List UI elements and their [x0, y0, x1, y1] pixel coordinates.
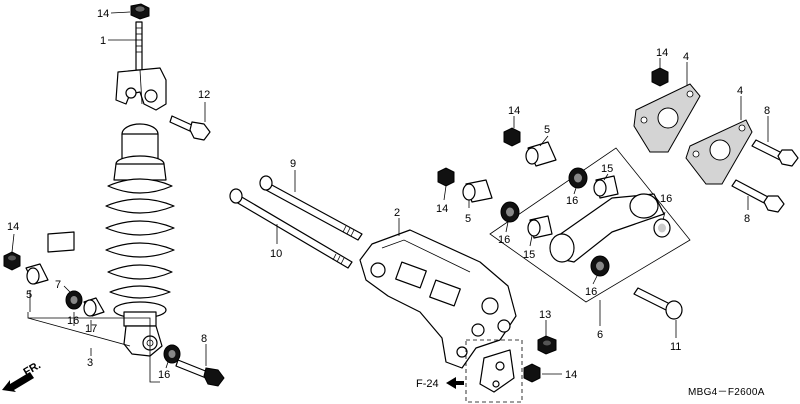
callout-15: 15 [523, 249, 535, 261]
callout-16: 16 [158, 369, 170, 381]
callout-17: 17 [85, 323, 97, 335]
callout-16: 16 [585, 286, 597, 298]
callout-7: 7 [55, 279, 61, 291]
callout-12: 12 [198, 89, 210, 101]
diagram-code: MBG4－F2600A [688, 387, 765, 398]
warning-label [47, 231, 75, 253]
callout-14: 14 [436, 203, 448, 215]
plate-bolt-lower [731, 179, 785, 213]
left-arrow-icon [446, 377, 464, 389]
callout-14: 14 [565, 369, 577, 381]
small-plate [465, 339, 523, 403]
callout-15: 15 [601, 163, 613, 175]
callout-5: 5 [544, 124, 550, 136]
callout-4: 4 [737, 85, 743, 97]
callout-16: 16 [67, 315, 79, 327]
shock-absorber-assembly [105, 3, 175, 357]
callout-5: 5 [465, 213, 471, 225]
callout-14: 14 [656, 47, 668, 59]
nut-mid-b [437, 167, 455, 187]
callout-16: 16 [566, 195, 578, 207]
adjuster-rod [135, 21, 143, 71]
suspension-link-arm [549, 193, 665, 263]
ref-f24-label: F-24 [416, 378, 439, 390]
callout-2: 2 [394, 207, 400, 219]
callout-10: 10 [270, 248, 282, 260]
nut-lower [523, 363, 541, 383]
shock-link-body [359, 229, 517, 369]
link-bearings [500, 167, 671, 277]
callout-labels: 14 1 12 14 5 7 16 17 3 16 8 9 10 2 14 5 … [7, 8, 770, 381]
plate-bolt-upper [751, 139, 799, 167]
triangle-plate-upper [633, 83, 701, 153]
front-direction-indicator: FR. [2, 359, 43, 392]
lower-shock-hardware [3, 251, 181, 364]
link-collars [462, 141, 557, 203]
callout-1: 1 [100, 35, 106, 47]
callout-3: 3 [87, 357, 93, 369]
lower-mount-bolt [175, 359, 225, 387]
callout-13: 13 [539, 309, 551, 321]
front-arrow-icon [2, 372, 34, 392]
callout-16: 16 [660, 193, 672, 205]
upper-mount-bracket [115, 67, 167, 111]
triangle-plate-lower [685, 119, 753, 185]
nut-mid-a [503, 127, 521, 147]
upper-mount-bolt [169, 115, 211, 141]
nut-13 [537, 335, 557, 355]
callout-11: 11 [670, 341, 681, 353]
callout-6: 6 [597, 329, 603, 341]
callout-14: 14 [97, 8, 109, 20]
callout-14: 14 [7, 221, 19, 233]
callout-5: 5 [26, 289, 32, 301]
long-bolt-9 [259, 175, 363, 241]
callout-8: 8 [201, 333, 207, 345]
leader-lines [11, 11, 769, 375]
callout-14: 14 [508, 105, 520, 117]
link-bolt [633, 287, 683, 320]
nut-plate [651, 67, 669, 87]
front-label: FR. [22, 359, 43, 378]
top-nut [130, 3, 150, 20]
callout-8: 8 [744, 213, 750, 225]
long-bolt-10 [229, 188, 353, 269]
callout-9: 9 [290, 158, 296, 170]
shock-body [105, 123, 175, 357]
callout-4: 4 [683, 51, 689, 63]
callout-16: 16 [498, 234, 510, 246]
callout-8: 8 [764, 105, 770, 117]
reference-f24: F-24 [416, 377, 464, 390]
